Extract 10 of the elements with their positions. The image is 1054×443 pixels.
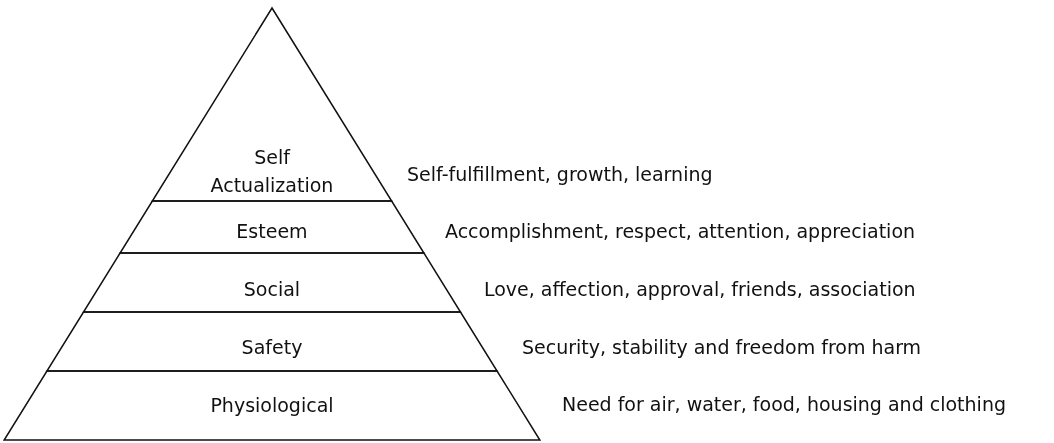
need-description: Self-fulfillment, growth, learning — [407, 162, 713, 187]
level-label: Physiological — [209, 393, 335, 418]
level-label: Safety — [240, 335, 304, 360]
need-description: Need for air, water, food, housing and clothing — [562, 392, 1006, 417]
level-label: Social — [242, 277, 302, 302]
level-label: Esteem — [235, 219, 309, 244]
need-description: Security, stability and freedom from harm — [522, 335, 922, 360]
level-label: Self Actualization — [209, 145, 335, 198]
need-description: Love, affection, approval, friends, association — [484, 277, 916, 302]
need-description: Accomplishment, respect, attention, appreciation — [445, 219, 916, 244]
